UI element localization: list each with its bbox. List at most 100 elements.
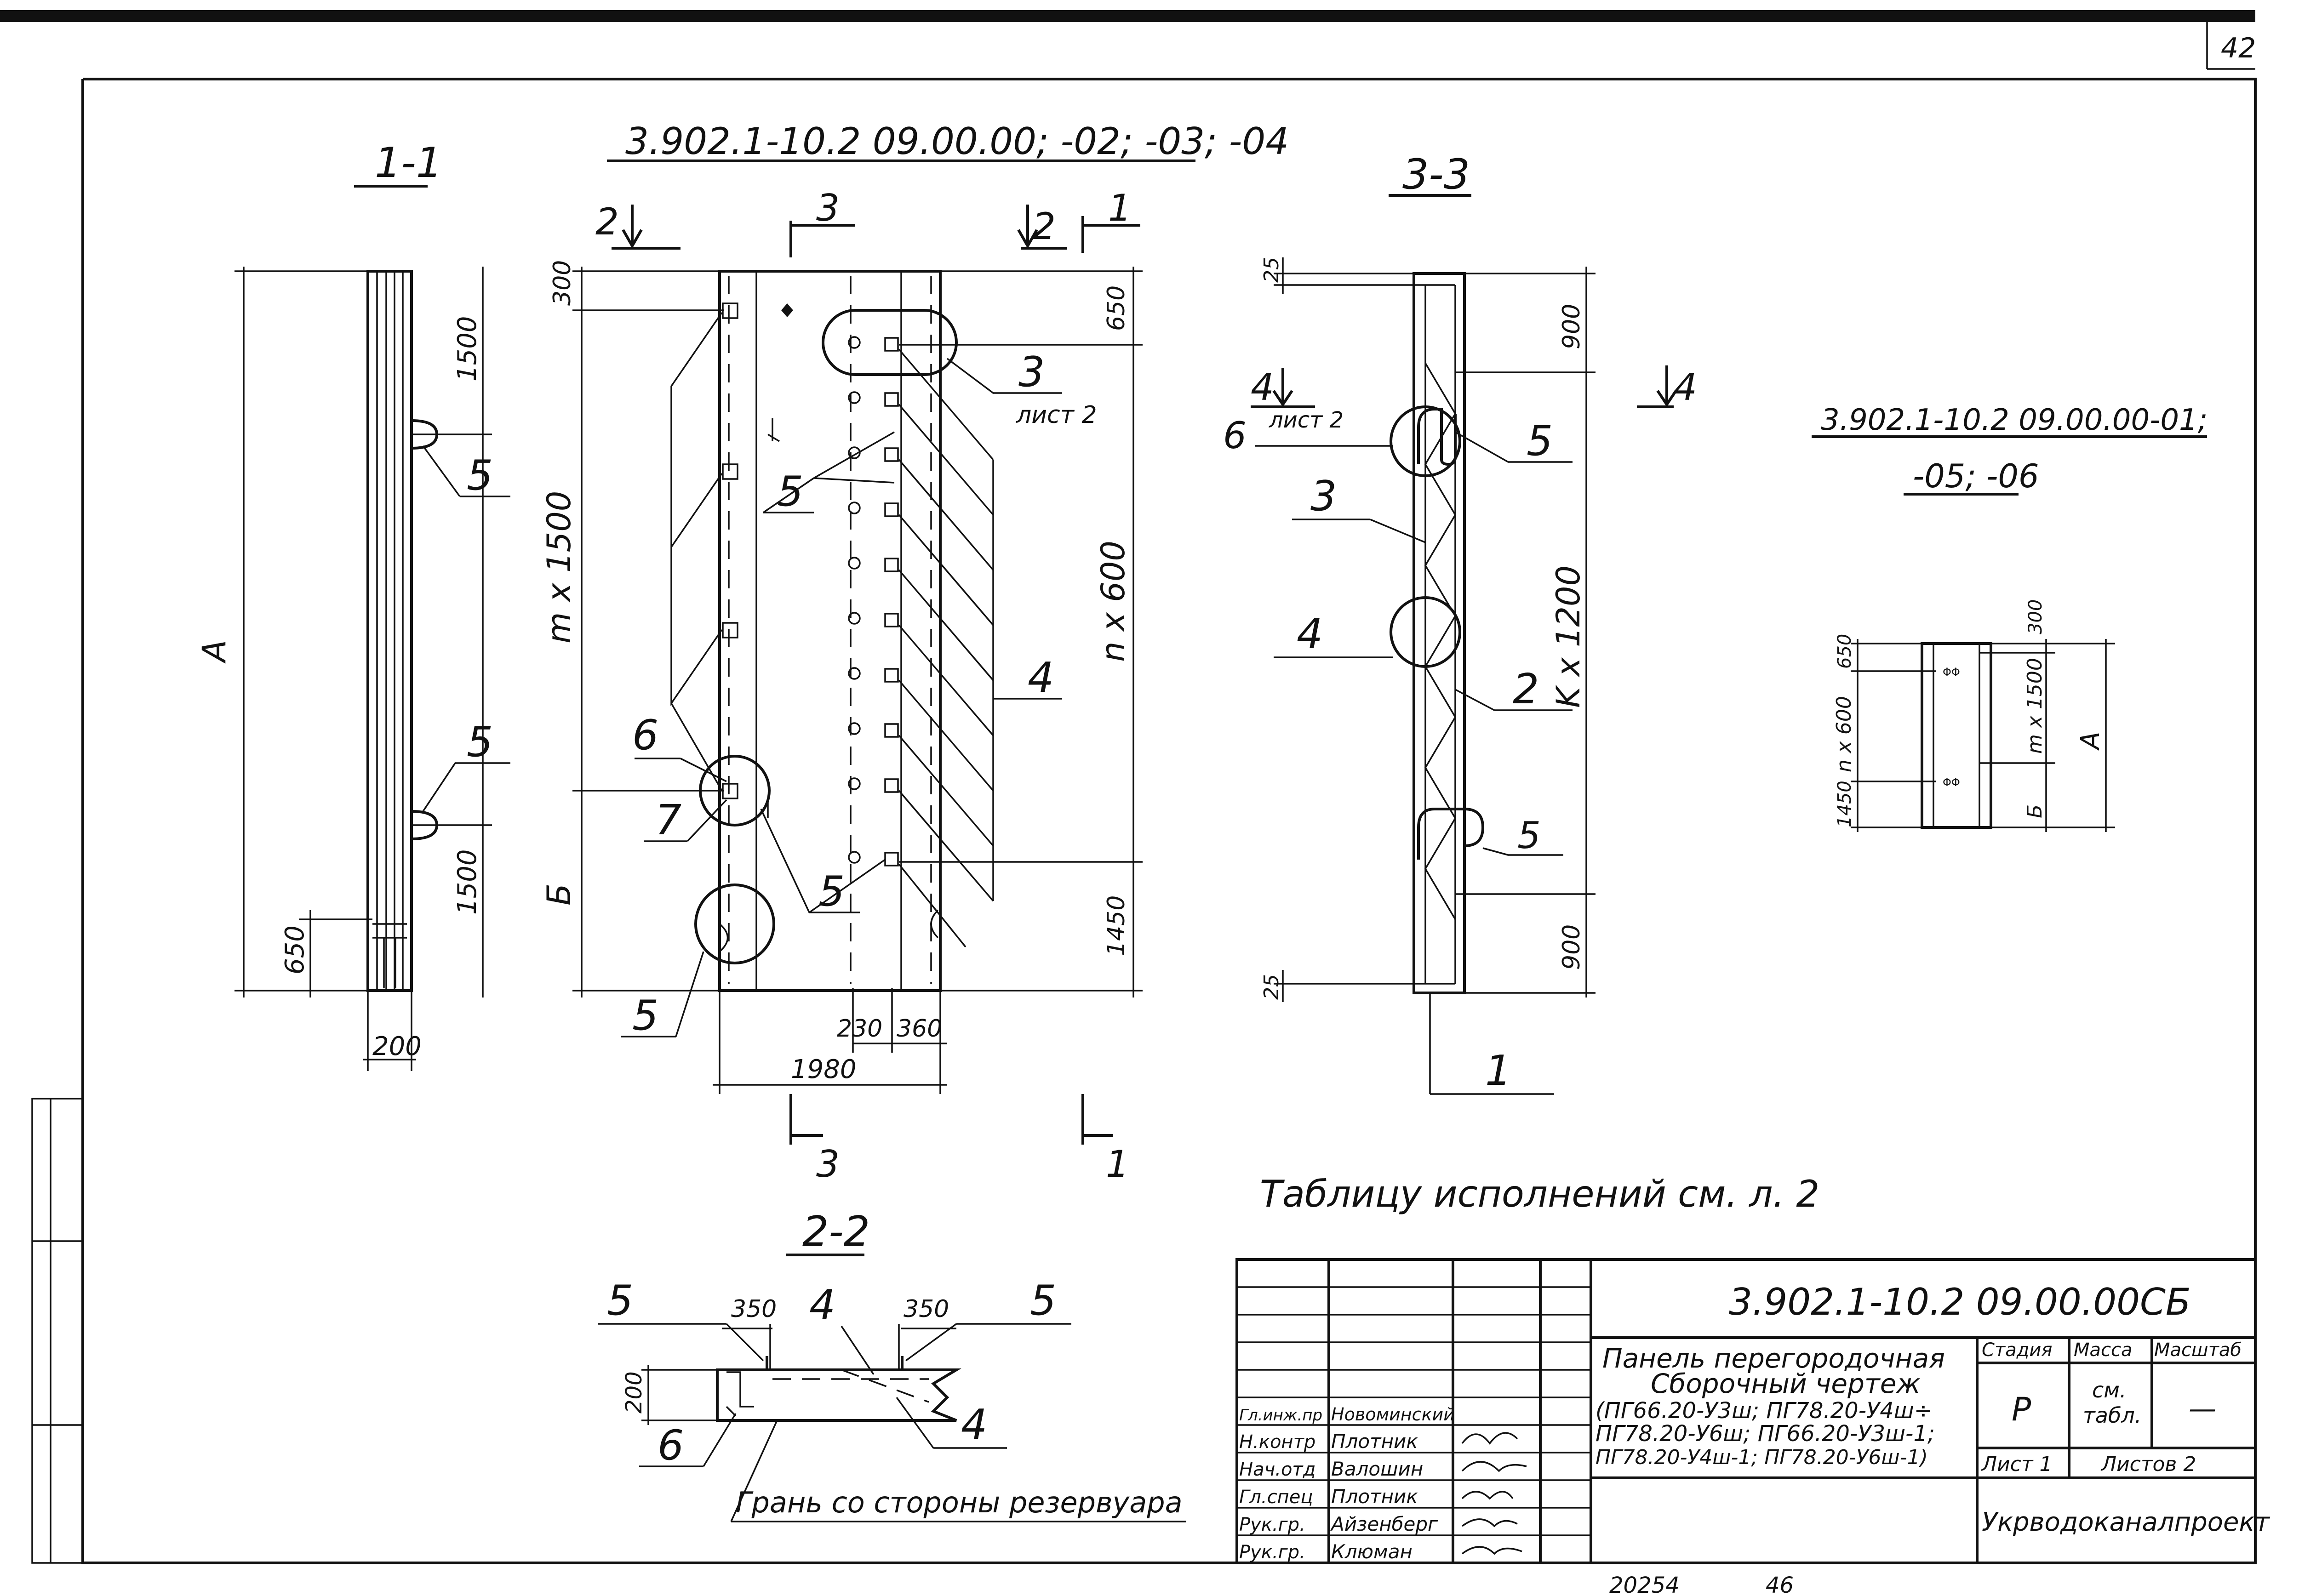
small-dim-1450: 1450 — [1834, 781, 1855, 827]
callout-3: 3 — [1018, 348, 1045, 396]
section-arrowhead-2-right — [1017, 229, 1038, 249]
front-view: 3.902.1-10.2 09.00.00; -02; -03; -04 2 3… — [540, 120, 1289, 1186]
callout-5-mid-leader-3 — [763, 477, 814, 513]
sec22-dim-350-right: 350 — [904, 1295, 949, 1323]
view-4-left-arrowhead — [1272, 390, 1293, 407]
sec22-callout-5-right-leader — [905, 1323, 957, 1362]
signature-scribbles — [1461, 1432, 1527, 1555]
sig-role: Рук.гр. — [1239, 1542, 1305, 1563]
panel-notch-right — [930, 909, 939, 939]
embed-plate — [884, 852, 899, 866]
embed-plate — [884, 558, 899, 572]
embed-plate — [884, 668, 899, 683]
hatch-link-left-2 — [670, 703, 723, 791]
callout-4: 4 — [1028, 654, 1054, 702]
callout-7: 7 — [655, 796, 681, 844]
sig-role: Рук.гр. — [1239, 1514, 1305, 1535]
sec22-dim-350-left: 350 — [731, 1295, 777, 1323]
front-dim-360: 360 — [897, 1015, 942, 1043]
view-4-right: 4 — [1674, 366, 1697, 409]
callout-5b-leader — [422, 763, 456, 812]
tb-name-3: (ПГ66.20-У3ш; ПГ78.20-У4ш÷ — [1596, 1398, 1933, 1424]
page-number: 42 — [2221, 32, 2256, 64]
section-2-2-title: 2-2 — [802, 1208, 870, 1256]
dotted-embed — [848, 557, 861, 570]
sec33-callout-5-top: 5 — [1527, 417, 1553, 465]
callout-5-mid-leader-2 — [813, 477, 895, 484]
sec22-note-leader — [730, 1420, 778, 1522]
embed-plate — [884, 778, 899, 793]
section-3-3-outline — [1413, 272, 1466, 994]
drawing-frame — [81, 78, 2257, 1564]
callout-6: 6 — [632, 711, 658, 759]
sig-name: Айзенберг — [1330, 1513, 1438, 1535]
front-dim-1980: 1980 — [791, 1054, 857, 1084]
sec33-callout-5-bot-leader — [1482, 847, 1509, 856]
section-mark-3-bottom: 3 — [816, 1143, 840, 1186]
hatch-line — [898, 404, 994, 516]
title-block-frame — [1235, 1258, 2257, 1564]
panel-notch-left — [719, 923, 729, 952]
sec33-callout-4: 4 — [1297, 610, 1323, 658]
sig-role: Гл.спец — [1239, 1487, 1313, 1508]
sec33-callout-2: 2 — [1513, 665, 1539, 713]
footer-number-1: 20254 — [1609, 1573, 1680, 1596]
front-dim-650: 650 — [1103, 285, 1130, 331]
sig-name: Плотник — [1331, 1430, 1418, 1453]
embed-plate — [884, 392, 899, 407]
hatch-line — [898, 679, 994, 792]
embed-plate — [722, 783, 738, 799]
hatch-line — [898, 514, 994, 626]
sig-role: Гл.инж.пр — [1239, 1406, 1322, 1425]
front-view-title: 3.902.1-10.2 09.00.00; -02; -03; -04 — [625, 120, 1289, 163]
small-view-embed-top: ΦΦ — [1943, 666, 1960, 678]
note-table-reference: Таблицу исполнений см. л. 2 — [1260, 1173, 1819, 1215]
panel-outline — [718, 270, 942, 992]
tb-sheets: Листов 2 — [2100, 1453, 2196, 1476]
callout-5-bottom-leader — [675, 951, 704, 1037]
detail-loop-3 — [822, 309, 958, 376]
callout-7-leader — [686, 799, 727, 842]
tb-name-5: ПГ78.20-У4ш-1; ПГ78.20-У6ш-1) — [1596, 1446, 1928, 1469]
small-view-title-1: 3.902.1-10.2 09.00.00-01; — [1821, 403, 2207, 437]
callout-5-low-leader — [808, 859, 886, 913]
front-dim-1450: 1450 — [1103, 895, 1130, 956]
embed-plate — [884, 447, 899, 462]
section-1-1-title: 1-1 — [375, 139, 442, 187]
hatch-link-left-1 — [670, 473, 723, 547]
hatch-line — [898, 459, 994, 571]
sec22-callout-5-right: 5 — [1030, 1277, 1056, 1325]
tb-name-4: ПГ78.20-У6ш; ПГ66.20-У3ш-1; — [1596, 1421, 1935, 1447]
sec22-callout-6-leader — [703, 1413, 737, 1467]
embed-plate — [884, 723, 899, 738]
tb-name-2: Сборочный чертеж — [1651, 1368, 1921, 1399]
view-4-right-arrowhead — [1656, 390, 1677, 407]
embed-plate — [884, 613, 899, 627]
callout-6-leader — [680, 758, 727, 782]
front-dim-300: 300 — [549, 260, 576, 306]
dim-k1200: K x 1200 — [1550, 565, 1587, 708]
small-dim-n600: n x 600 — [1832, 696, 1856, 772]
sec22-callout-6: 6 — [658, 1421, 684, 1470]
dotted-embed — [848, 336, 861, 349]
sec22-callout-4-top-leader — [841, 1326, 875, 1375]
section-mark-1-top: 1 — [1108, 187, 1132, 229]
sec33-callout-2-leader — [1455, 689, 1495, 711]
tb-val-scale: — — [2189, 1393, 2216, 1425]
tb-hdr-scale: Масштаб — [2154, 1340, 2242, 1361]
dim-1500-top-label: 1500 — [452, 316, 482, 382]
left-embed-plates — [722, 302, 738, 799]
sec22-note-face: Грань со стороны резервуара — [736, 1486, 1183, 1519]
section-3-3-detail-4 — [1390, 596, 1461, 668]
dotted-embed — [848, 612, 861, 625]
sec33-callout-3: 3 — [1310, 472, 1337, 520]
dim-25-top: 25 — [1260, 257, 1283, 283]
tb-sheet: Лист 1 — [1981, 1453, 2052, 1476]
front-dim-n600: n x 600 — [1094, 541, 1132, 662]
sec22-callout-4-bot: 4 — [961, 1401, 987, 1449]
tb-val-mass-2: табл. — [2083, 1403, 2141, 1428]
sig-name: Клюман — [1331, 1540, 1413, 1563]
sig-name: Новоминский — [1331, 1404, 1455, 1425]
small-view-embed-bottom: ΦΦ — [1943, 776, 1960, 789]
dotted-embed — [848, 851, 861, 864]
